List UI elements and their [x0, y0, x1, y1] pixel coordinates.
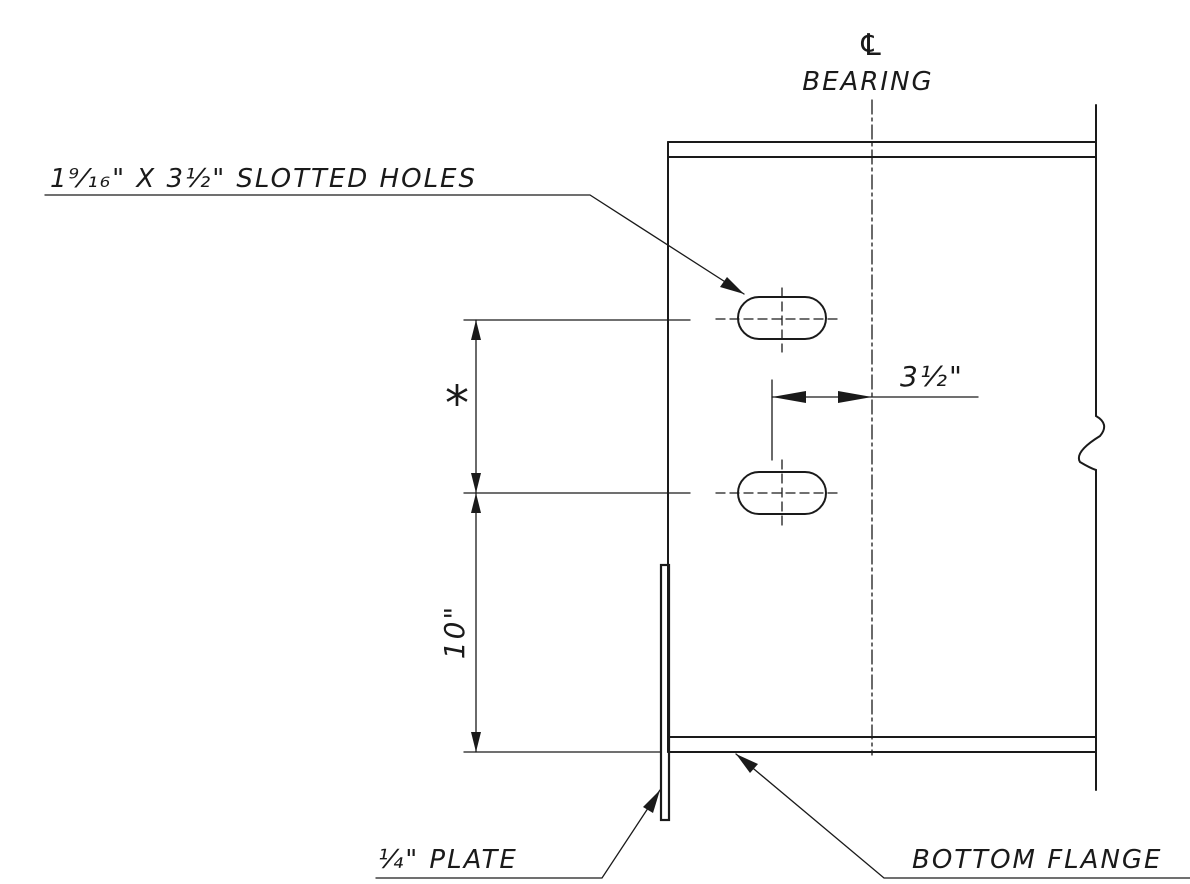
centerline-symbol: ℄	[858, 28, 887, 63]
horizontal-dimension-label: 3½"	[900, 360, 964, 393]
slotted-hole-lower	[715, 459, 843, 527]
leader-bottom-flange	[735, 753, 1190, 879]
slotted-holes-label: 1⁹⁄₁₆" X 3½" SLOTTED HOLES	[50, 164, 477, 194]
plate-label: ¼" PLATE	[378, 845, 518, 875]
vertical-dimension-star-label: *	[445, 376, 471, 432]
quarter-inch-plate	[659, 563, 671, 822]
horizontal-dimension	[771, 379, 979, 461]
vertical-dimension	[463, 319, 691, 753]
arrowhead	[772, 391, 806, 403]
arrowhead	[471, 320, 481, 340]
girder-outline	[667, 104, 1106, 791]
leader-slotted-holes	[44, 194, 745, 295]
arrowhead	[471, 473, 481, 493]
bearing-label: BEARING	[802, 67, 933, 97]
vertical-dimension-ten-label: 10"	[438, 605, 471, 660]
arrowhead	[471, 493, 481, 513]
arrowhead	[471, 732, 481, 752]
bottom-flange-label: BOTTOM FLANGE	[912, 845, 1162, 875]
break-line	[1078, 104, 1106, 791]
slotted-hole-upper	[715, 287, 843, 353]
arrowhead	[838, 391, 872, 403]
leader-plate	[375, 789, 661, 879]
